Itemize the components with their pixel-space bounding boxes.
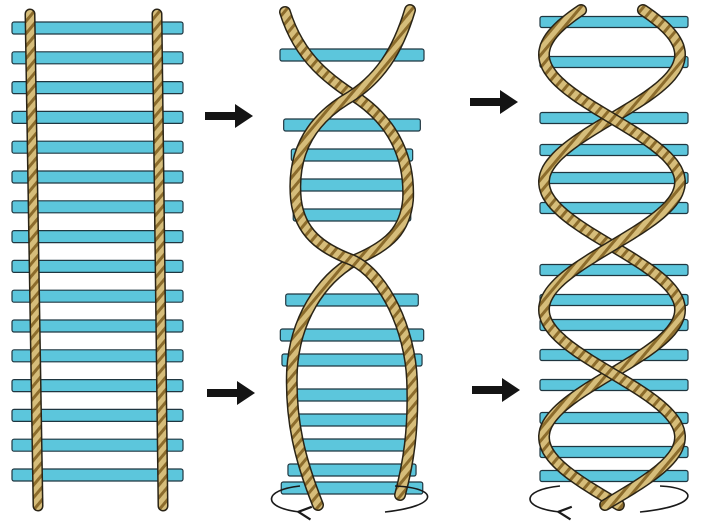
base-pair-rung [296,179,408,191]
base-pair-rung [284,119,421,131]
ladder-panel [12,14,183,506]
base-pair-rung [289,389,415,401]
twisting-ladder-panel [280,10,424,505]
double-helix-panel [540,10,688,505]
arrow-ladder-to-twist-lower [207,381,255,405]
base-pair-rung [540,350,688,361]
arrow-ladder-to-twist-upper [205,104,253,128]
base-pair-rung [282,354,422,366]
base-pair-rung [295,439,410,451]
base-pair-rung [295,414,408,426]
base-pair-rung [540,295,688,306]
base-pair-rung [293,209,411,221]
sugar-phosphate-strand [157,14,163,506]
arrow-twist-to-helix-lower [472,378,520,402]
arrow-twist-to-helix-upper [470,90,518,114]
base-pair-rung [540,57,688,68]
base-pair-rung [540,173,688,184]
